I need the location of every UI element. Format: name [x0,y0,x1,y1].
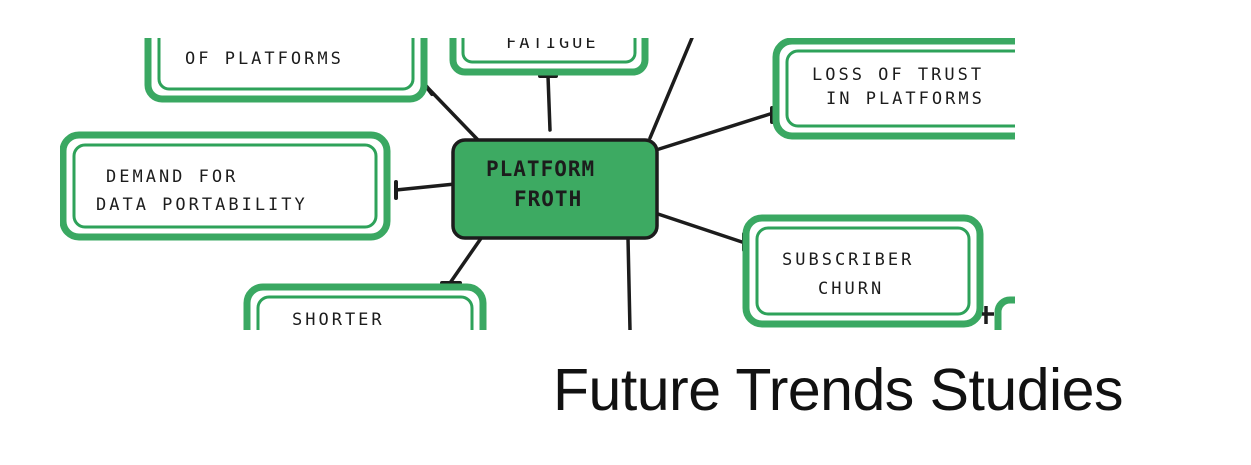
connector-lines [394,38,772,330]
node-right-top-label-line2: IN PLATFORMS [826,89,985,109]
node-top-mid-label: FATIGUE [506,38,599,53]
node-bottom-left-label: SHORTER [292,310,385,330]
node-bottom-left: SHORTER [243,283,487,330]
node-left-label-line2: DATA PORTABILITY [96,195,308,215]
node-right-top: LOSS OF TRUST IN PLATFORMS [772,38,1015,140]
node-partial-right [982,296,1015,330]
node-left-label-line1: DEMAND FOR [106,167,238,187]
page-title: Future Trends Studies [553,357,1123,423]
node-right-bottom-label-line2: CHURN [818,279,884,299]
node-center: PLATFORM FROTH [451,138,659,240]
node-right-bottom: SUBSCRIBER CHURN [742,214,984,328]
mind-map-illustration: OF PLATFORMS FATIGUE LOSS OF TRUST IN PL… [60,38,1015,330]
node-top-mid: FATIGUE [449,38,649,76]
node-right-bottom-label-line1: SUBSCRIBER [782,250,914,270]
node-top-left-label: OF PLATFORMS [185,49,344,69]
center-label-line2: FROTH [514,187,582,211]
node-right-top-label-line1: LOSS OF TRUST [812,65,984,85]
node-left: DEMAND FOR DATA PORTABILITY [60,131,391,241]
center-label-line1: PLATFORM [486,157,595,181]
node-top-left: OF PLATFORMS [144,38,428,103]
